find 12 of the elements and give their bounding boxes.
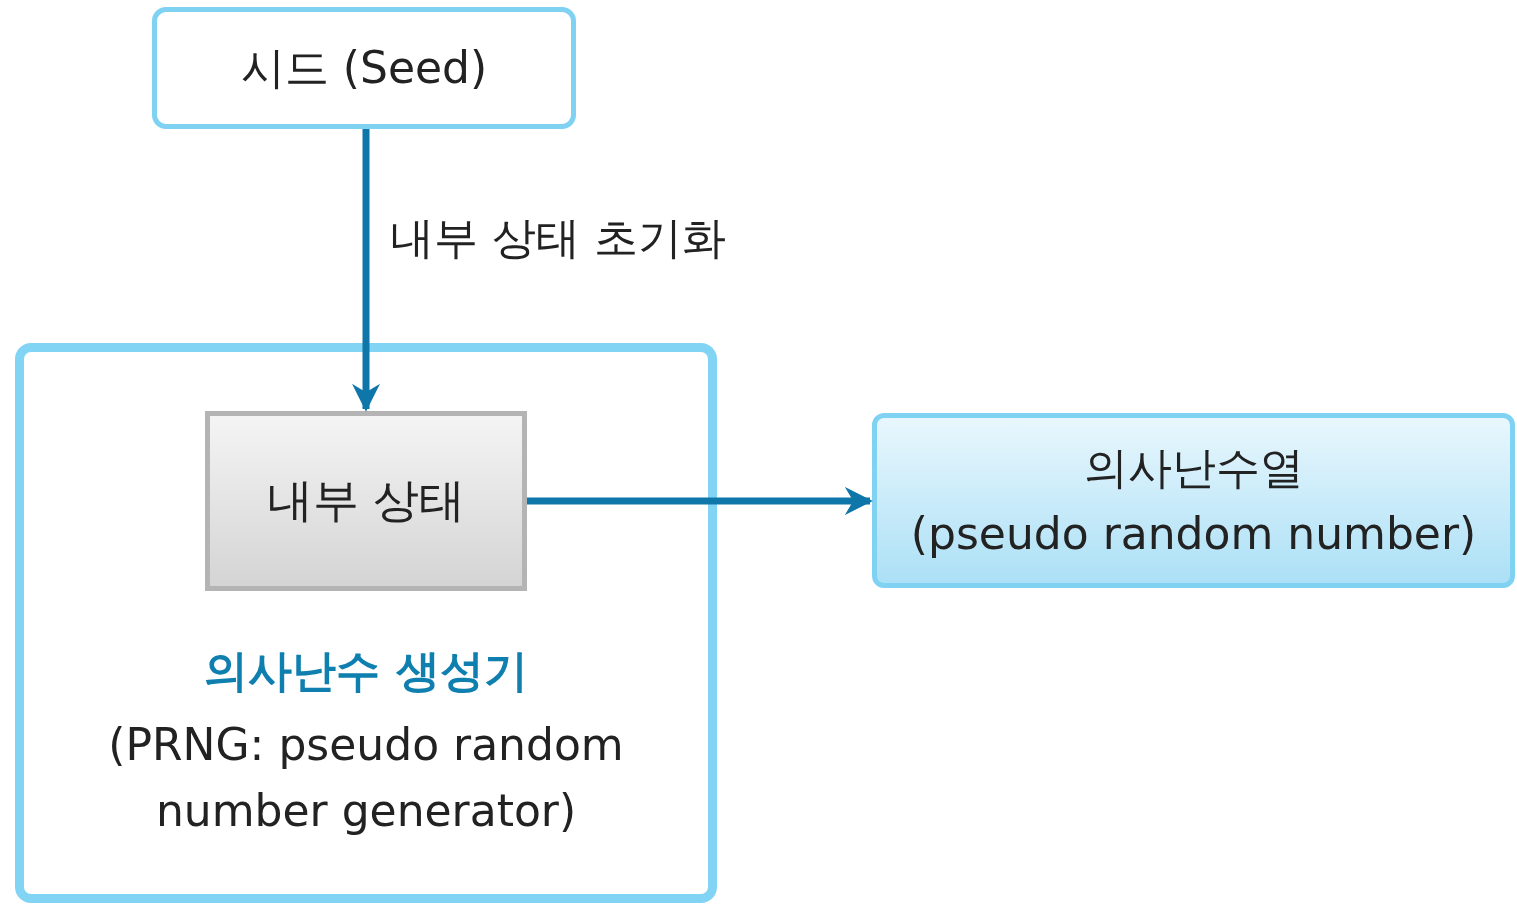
box-label: (PRNG: pseudo random number generator): [107, 718, 625, 838]
arrow: [352, 129, 380, 412]
state-box: [205, 411, 527, 591]
output-box: [872, 413, 1515, 588]
arrow: [527, 487, 873, 515]
box-heading: 의사난수열: [1083, 440, 1304, 495]
box-label: 시드 (Seed): [240, 40, 488, 95]
box-heading: 의사난수 생성기: [203, 644, 529, 698]
box-label: 내부 상태: [266, 472, 466, 529]
box-label: (pseudo random number): [910, 506, 1477, 561]
generator-box: [15, 343, 717, 903]
seed-box: [152, 7, 576, 129]
